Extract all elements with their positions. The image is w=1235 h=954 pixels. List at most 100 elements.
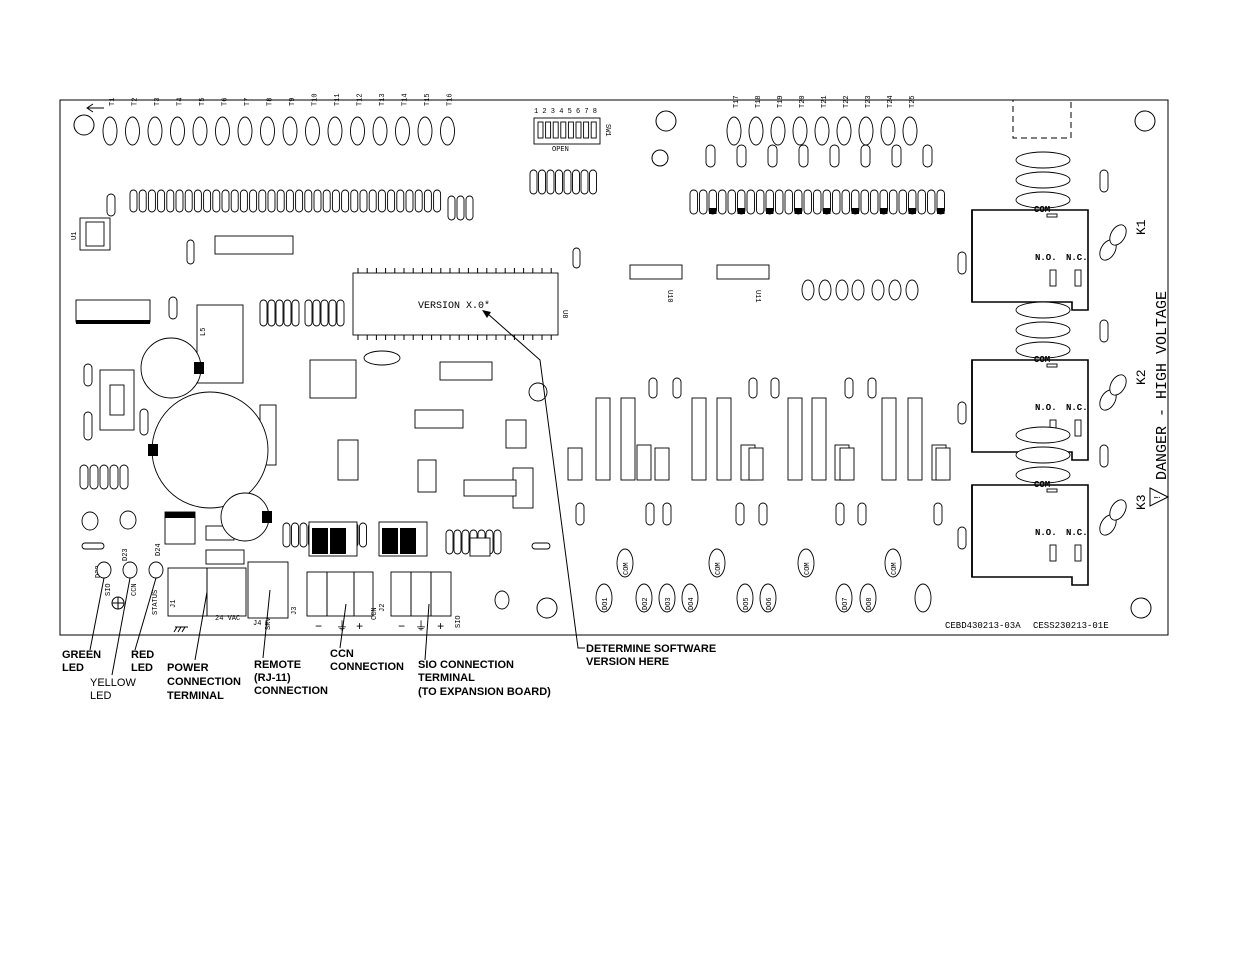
resistor [336, 299, 345, 327]
connector-sio[interactable] [390, 571, 452, 617]
resistor [746, 189, 755, 215]
terminal-t11[interactable] [327, 116, 343, 146]
terminal-t17[interactable] [726, 116, 742, 146]
resistor [322, 189, 331, 213]
output-terminal[interactable] [859, 583, 877, 613]
output-terminal[interactable] [914, 583, 932, 613]
output-terminal[interactable] [595, 583, 613, 613]
callout-remote: REMOTE (RJ-11) CONNECTION [254, 659, 328, 697]
resistor [672, 377, 682, 399]
output-terminal[interactable] [681, 583, 699, 613]
terminal-t9[interactable] [282, 116, 298, 146]
svg-text:CCN: CCN [371, 607, 379, 620]
terminal-t22[interactable] [836, 116, 852, 146]
terminal-label: T5 [199, 98, 207, 106]
resistor [575, 502, 585, 526]
resistor [784, 189, 793, 215]
terminal-t6[interactable] [215, 116, 230, 146]
regulator-d2 [99, 369, 135, 431]
output-label: DO2 [642, 597, 650, 610]
resistor [461, 529, 470, 555]
resistor [341, 189, 350, 213]
capacitor [839, 447, 855, 481]
resistor [299, 522, 308, 548]
com-label: COM [623, 562, 631, 575]
resistor [447, 195, 456, 221]
resistor [841, 189, 850, 215]
com-label: COM [804, 562, 812, 575]
terminal-label: T7 [244, 98, 252, 106]
resistor [770, 377, 780, 399]
terminal-t16[interactable] [440, 116, 455, 146]
resistor [423, 189, 432, 213]
terminal-label: T9 [289, 98, 297, 106]
terminal-label: T17 [733, 95, 741, 108]
terminal-t15[interactable] [417, 116, 433, 146]
capacitor [891, 144, 902, 168]
resistor [867, 377, 877, 399]
transistor [888, 279, 902, 301]
terminal-t1[interactable] [102, 116, 118, 146]
terminal-t23[interactable] [858, 116, 874, 146]
connector-ccn[interactable] [306, 571, 374, 617]
part-number-1: CEBD430213-03A [945, 621, 1021, 631]
terminal-t24[interactable] [880, 116, 896, 146]
svg-text:N.C.: N.C. [1066, 253, 1088, 263]
svg-text:SIO: SIO [455, 615, 463, 628]
resistor [350, 189, 359, 213]
terminal-t7[interactable] [237, 116, 253, 146]
resistor [328, 299, 337, 327]
resistor [230, 189, 239, 213]
terminal-t19[interactable] [770, 116, 786, 146]
terminal-t8[interactable] [260, 116, 275, 146]
output-terminal[interactable] [736, 583, 754, 613]
svg-text:N.O.: N.O. [1035, 528, 1057, 538]
capacitor [935, 447, 951, 481]
com-terminal[interactable] [708, 548, 726, 578]
terminal-t13[interactable] [372, 116, 388, 146]
resistor [285, 189, 294, 213]
com-terminal[interactable] [797, 548, 815, 578]
com-terminal[interactable] [884, 548, 902, 578]
terminal-t25[interactable] [902, 116, 918, 146]
callout-sio: SIO CONNECTION TERMINAL (TO EXPANSION BO… [418, 659, 551, 698]
terminal-t12[interactable] [350, 116, 365, 146]
terminal-t5[interactable] [192, 116, 208, 146]
terminal-label: T12 [357, 93, 365, 106]
terminal-t3[interactable] [147, 116, 163, 146]
svg-text:POWER: POWER [167, 662, 209, 674]
resistor [368, 189, 377, 213]
led-block-left [75, 299, 151, 324]
output-terminal[interactable] [835, 583, 853, 613]
chip-u7 [337, 439, 359, 481]
terminal-t10[interactable] [305, 116, 320, 146]
output-label: DO6 [766, 597, 774, 610]
terminal-t20[interactable] [792, 116, 808, 146]
com-terminal[interactable] [616, 548, 634, 578]
terminal-t4[interactable] [170, 116, 185, 146]
driver-chip [881, 397, 897, 481]
resistor [445, 529, 454, 555]
driver-chip [716, 397, 732, 481]
svg-text:CCN: CCN [330, 648, 354, 660]
terminal-t14[interactable] [395, 116, 410, 146]
output-terminal[interactable] [759, 583, 777, 613]
resistor [870, 189, 879, 215]
resistor [313, 189, 322, 213]
terminal-t26[interactable] [494, 590, 510, 610]
driver-chip [620, 397, 636, 481]
terminal-t21[interactable] [814, 116, 830, 146]
terminal-t18[interactable] [748, 116, 764, 146]
output-terminal[interactable] [635, 583, 653, 613]
resistor [203, 189, 212, 213]
svg-text:N.O.: N.O. [1035, 253, 1057, 263]
output-terminal[interactable] [658, 583, 676, 613]
transistor [905, 279, 919, 301]
chip-u9 [439, 361, 493, 381]
terminal-t2[interactable] [125, 116, 140, 146]
chip-u12 [214, 235, 294, 255]
